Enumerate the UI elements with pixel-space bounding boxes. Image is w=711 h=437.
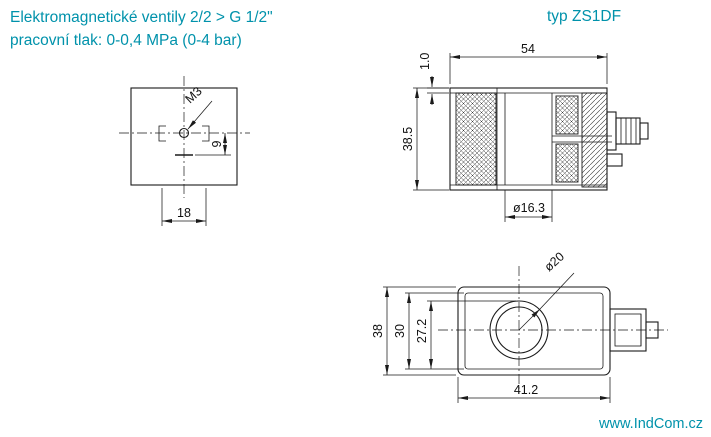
- core-hole-inner: [495, 306, 543, 354]
- dim-section-width: 54: [521, 42, 535, 56]
- core-hole-outer: [489, 300, 549, 360]
- hole-dia-leader: [539, 272, 575, 310]
- winding-right-top: [555, 95, 579, 135]
- page-subtitle: pracovní tlak: 0-0,4 MPa (0-4 bar): [10, 32, 242, 49]
- m3-hole: [178, 127, 190, 139]
- dim-pin-offset: 9: [210, 140, 224, 147]
- page-title: Elektromagnetické ventily 2/2 > G 1/2": [10, 9, 273, 26]
- coil-top-outline: [457, 286, 611, 376]
- m3-leader-line: [187, 100, 213, 130]
- terminal-pin-right: [202, 125, 210, 142]
- dim-top-width: 41.2: [514, 383, 538, 397]
- dim-section-flange: 1.0: [418, 53, 432, 70]
- coil-front-outline: [130, 87, 238, 186]
- winding-left: [455, 92, 497, 186]
- winding-right-bottom: [555, 143, 579, 183]
- dim-top-height: 38: [371, 324, 385, 338]
- bore-tube: [504, 93, 553, 185]
- connector-tip-section: [639, 122, 649, 140]
- dim-pin-spacing: 18: [177, 206, 191, 220]
- type-label: typ ZS1DF: [547, 8, 622, 25]
- front-view: M3 9 18: [119, 76, 250, 226]
- dim-hole-diameter: ø20: [542, 249, 567, 274]
- dim-section-height: 38.5: [401, 127, 415, 151]
- connector-thread-lines: [620, 118, 637, 144]
- website-link[interactable]: www.IndCom.cz: [599, 416, 703, 432]
- title-block: Elektromagnetické ventily 2/2 > G 1/2" p…: [10, 6, 273, 52]
- section-view: 54 1.0 38.5: [401, 42, 649, 222]
- ext-lines-top-inner-height: [405, 292, 464, 370]
- top-view: ø20 38 30 27.2 41.2: [371, 249, 668, 403]
- connector-lower-step: [606, 153, 623, 167]
- dim-thread-label: M3: [182, 84, 204, 106]
- connector-flange-section: [606, 111, 617, 151]
- ext-lines-width: [449, 53, 608, 84]
- dim-top-hole-offset: 27.2: [415, 319, 429, 343]
- din-connector-stub: [645, 321, 659, 339]
- dim-top-inner-height: 30: [393, 324, 407, 338]
- terminal-pin-left: [158, 125, 166, 142]
- ext-lines-top-height: [383, 286, 456, 376]
- hole-dia-arrow: [518, 308, 541, 331]
- magnetic-frame: [581, 92, 608, 188]
- ext-lines-height: [413, 87, 449, 191]
- ext-lines-flange: [427, 87, 449, 94]
- dim-section-bore: ø16.3: [513, 201, 545, 215]
- coil-top-inner-outline: [464, 292, 604, 370]
